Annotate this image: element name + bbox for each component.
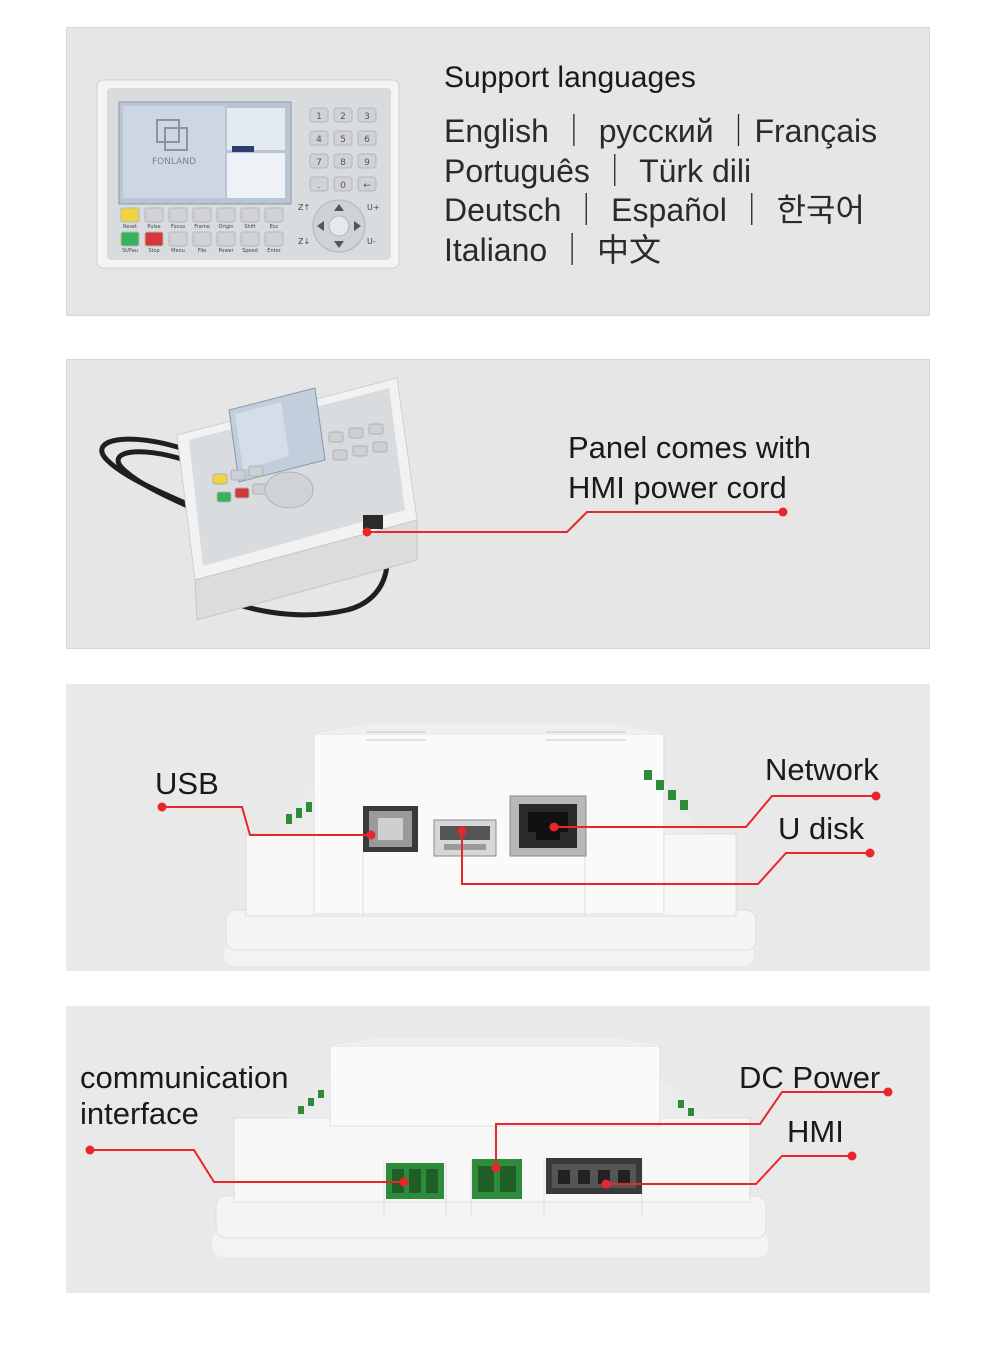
usb-label: USB	[155, 766, 219, 801]
cord-caption-line-2: HMI power cord	[568, 470, 787, 505]
keypad-key-9: 9	[364, 158, 370, 168]
fn-key-stop: Stop	[148, 248, 159, 254]
languages-panel: FONLAND 1 2 3 4 5 6 7 8 9 . 0 ←	[66, 27, 930, 316]
ports-bottom-panel: communication interface DC Power HMI	[66, 1006, 930, 1293]
language-line-1: English ｜ русский ｜Français	[444, 113, 878, 149]
keypad-key-0: 0	[340, 181, 346, 191]
device-logo-text: FONLAND	[152, 157, 196, 167]
languages-title: Support languages	[444, 61, 696, 94]
controller-ports-image	[157, 724, 881, 966]
ethernet-port-icon	[509, 795, 587, 857]
fn-key-menu: Menu	[171, 248, 185, 254]
direction-pad-icon	[312, 199, 366, 253]
fn-key-power: Power	[218, 248, 234, 254]
language-line-3: Deutsch ｜ Español ｜ 한국어	[444, 192, 865, 228]
power-cord-panel: Panel comes with HMI power cord	[66, 359, 930, 649]
usb-b-port-icon	[363, 806, 418, 852]
panel-with-cord-image	[99, 377, 788, 621]
controller-connectors-image	[85, 1038, 893, 1257]
fn-key-enter: Enter	[267, 248, 281, 254]
hmi-label: HMI	[787, 1114, 844, 1149]
keypad-key-2: 2	[340, 112, 346, 122]
fn-key-frame: Frame	[194, 224, 210, 230]
keypad-key-8: 8	[340, 158, 346, 168]
keypad-key-7: 7	[316, 158, 322, 168]
usb-a-port-icon	[433, 819, 497, 857]
fn-key-shift: Shift	[244, 224, 255, 230]
cord-caption-line-1: Panel comes with	[568, 430, 811, 465]
keypad-key-6: 6	[364, 135, 370, 145]
fn-key-pulse: Pulse	[147, 224, 160, 230]
fn-key-stpau: St/Pau	[122, 248, 138, 254]
communication-label-line-2: interface	[80, 1096, 199, 1131]
fn-key-focus: Focus	[171, 224, 186, 230]
keypad-key-4: 4	[316, 135, 322, 145]
communication-label-line-1: communication	[80, 1060, 289, 1095]
network-label: Network	[765, 752, 879, 787]
fn-key-esc: Esc	[270, 224, 279, 230]
keypad-key-5: 5	[340, 135, 346, 145]
udisk-label: U disk	[778, 811, 865, 846]
fn-key-origin: Origin	[218, 224, 233, 230]
keypad-key-back: ←	[363, 181, 371, 191]
axis-key-u-minus: U-	[367, 237, 376, 246]
language-line-4: Italiano ｜ 中文	[444, 232, 661, 268]
fonland-logo-icon	[156, 119, 188, 151]
ports-top-panel: USB Network U disk	[66, 684, 930, 971]
hmi-connector-icon	[546, 1158, 642, 1194]
axis-key-z-up: Z↑	[298, 203, 310, 212]
keypad-key-3: 3	[364, 112, 370, 122]
keypad-key-1: 1	[316, 112, 322, 122]
language-line-2: Português ｜ Türk dili	[444, 153, 752, 189]
control-panel-image: FONLAND 1 2 3 4 5 6 7 8 9 . 0 ←	[96, 79, 400, 269]
fn-key-reset: Reset	[123, 224, 137, 230]
axis-key-u-plus: U+	[367, 203, 380, 212]
dc-power-label: DC Power	[739, 1060, 881, 1095]
axis-key-z-down: Z↓	[298, 237, 310, 246]
keypad-key-dot: .	[318, 181, 321, 191]
fn-key-file: File	[198, 248, 206, 254]
fn-key-speed: Speed	[242, 248, 258, 254]
